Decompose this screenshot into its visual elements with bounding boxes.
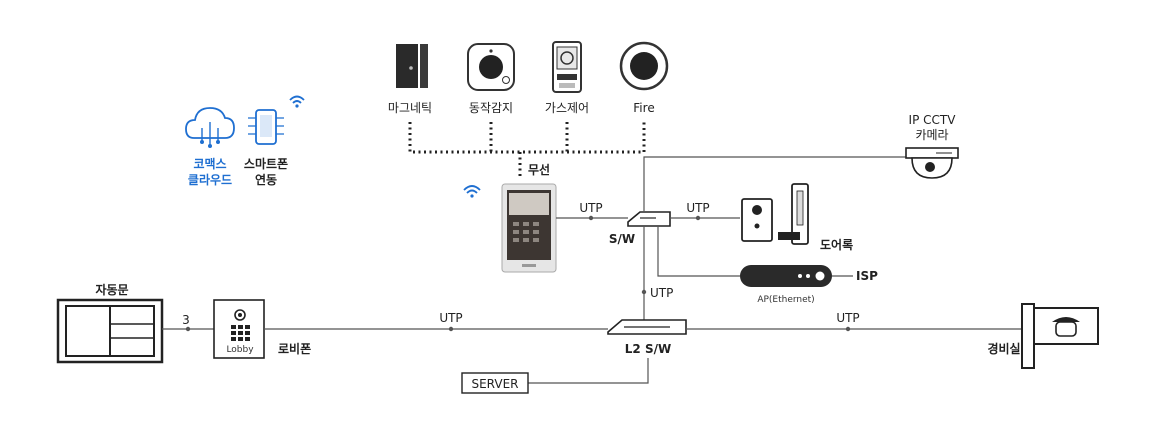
auto-door-label: 자동문	[95, 282, 128, 297]
door-lock-label: 도어록	[820, 237, 853, 252]
l2-switch-icon	[607, 319, 687, 335]
cloud-label-line2: 클라우드	[188, 172, 232, 187]
motion-sensor-label: 동작감지	[469, 101, 513, 115]
fire-detector-icon	[619, 41, 669, 91]
fire-detector-label: Fire	[633, 101, 654, 115]
cloud-icon	[185, 107, 235, 148]
smartphone-icon	[248, 109, 284, 145]
access-point-icon	[740, 265, 832, 287]
guard-room-label: 경비실	[987, 341, 1020, 356]
switch-label: S/W	[609, 232, 635, 246]
gas-control-icon	[552, 41, 582, 93]
wall-pad-icon	[501, 183, 557, 273]
access-point-label: AP(Ethernet)	[757, 295, 814, 305]
server-label: SERVER	[471, 377, 518, 391]
cctv-label-line2: 카메라	[915, 128, 948, 142]
cctv-label-line1: IP CCTV	[909, 113, 957, 127]
server-box	[461, 372, 529, 394]
lobby-phone-label: 로비폰	[278, 341, 311, 356]
utp-label: UTP	[650, 286, 673, 300]
utp-label: UTP	[836, 311, 859, 325]
lobby-text: Lobby	[226, 345, 254, 355]
isp-label: ISP	[856, 269, 878, 283]
cctv-camera-icon	[905, 147, 959, 179]
switch-icon	[627, 211, 671, 227]
door-phone-icon	[741, 198, 773, 242]
gas-control-label: 가스제어	[545, 101, 589, 115]
smartphone-label-line2: 연동	[255, 172, 277, 187]
guard-room-icon	[1021, 303, 1099, 369]
auto-door-icon	[56, 298, 164, 364]
magnetic-sensor-icon	[396, 44, 428, 88]
wifi-icon	[289, 95, 305, 108]
door-lock-icon	[778, 183, 809, 245]
utp-label: UTP	[686, 201, 709, 215]
cloud-label-line1: 코맥스	[193, 156, 226, 171]
wireless-label: 무선	[528, 162, 550, 177]
magnetic-sensor-label: 마그네틱	[388, 101, 432, 115]
wire-count-label: 3	[182, 313, 190, 327]
smartphone-label-line1: 스마트폰	[244, 156, 288, 171]
utp-label: UTP	[579, 201, 602, 215]
motion-sensor-icon	[467, 43, 515, 91]
wifi-icon	[463, 185, 481, 198]
l2-switch-label: L2 S/W	[625, 342, 671, 356]
utp-label: UTP	[439, 311, 462, 325]
